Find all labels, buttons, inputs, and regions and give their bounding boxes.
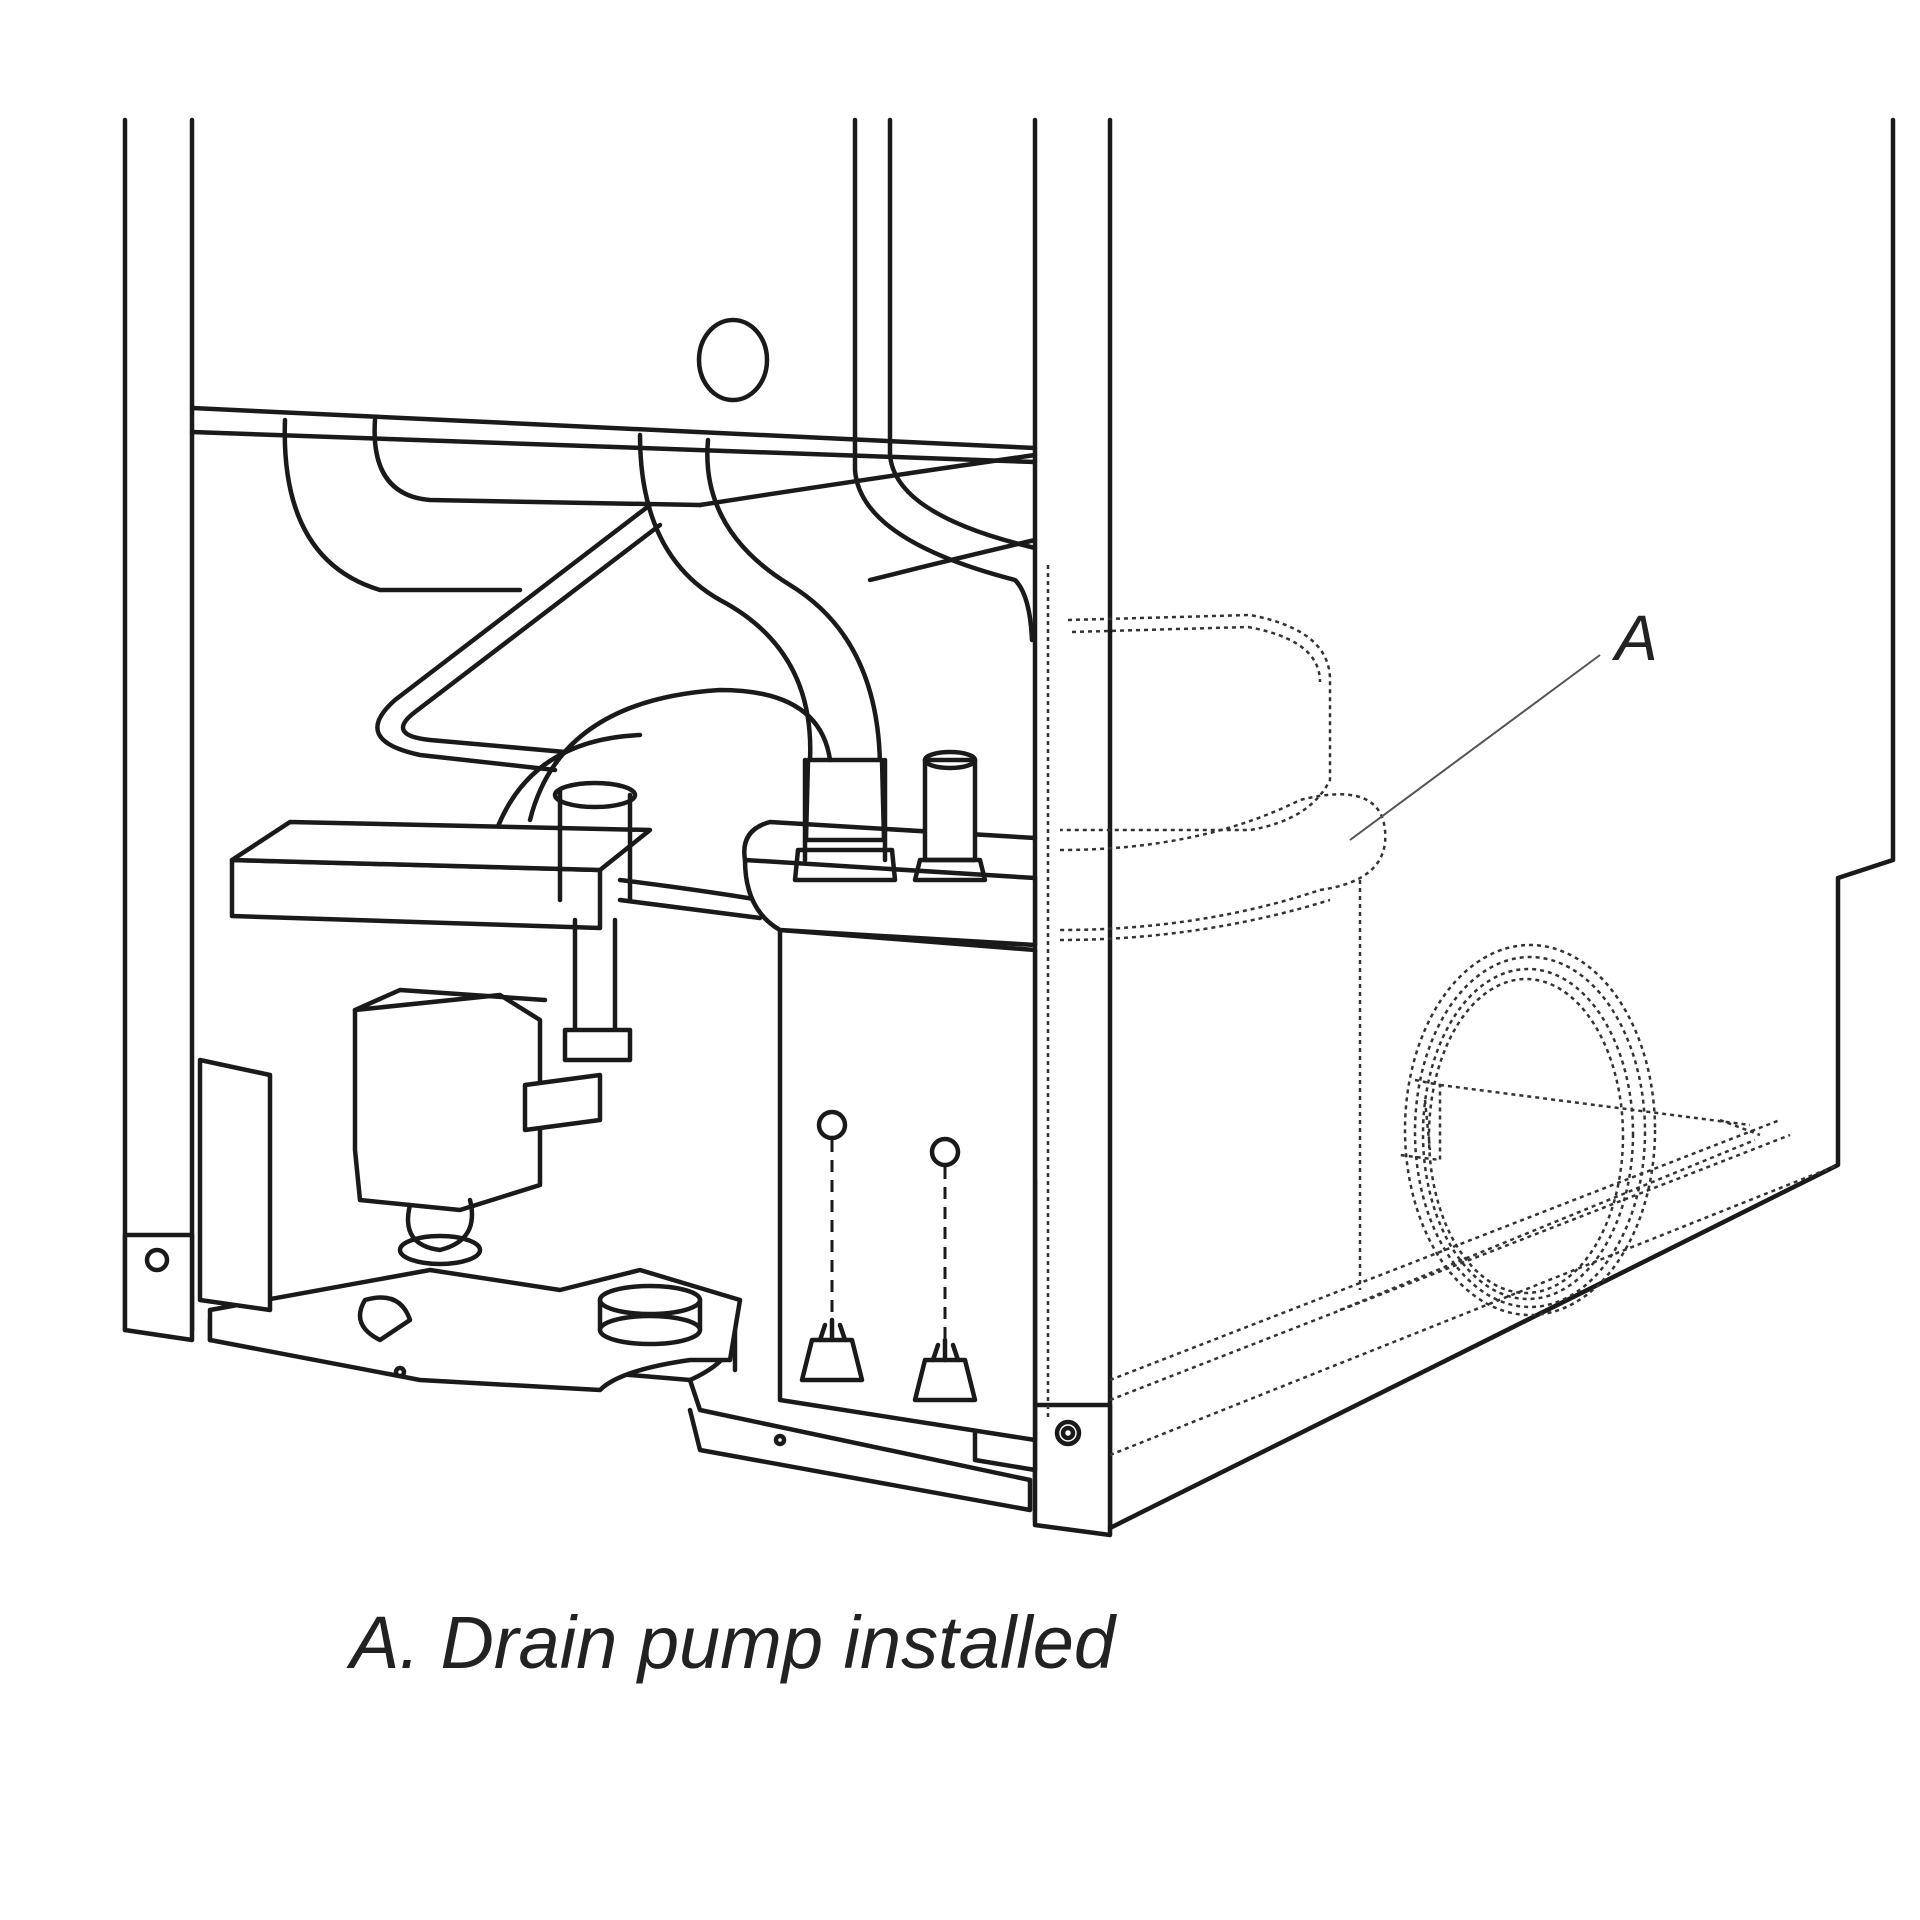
- mounting-screw-right: [912, 1136, 978, 1403]
- tub-bottom-panel: [189, 317, 1038, 593]
- drain-hose: [637, 432, 887, 843]
- drain-pump-dotted-outline: [1046, 565, 1839, 1457]
- front-right-panel: [1032, 117, 1113, 1538]
- leg-bracket-left: [197, 1057, 273, 1313]
- pump-mounting-bracket: [742, 749, 1038, 1443]
- supply-hose: [852, 117, 1038, 643]
- figure-caption: A. Drain pump installed: [350, 1601, 1116, 1684]
- left-frame-rail: [122, 117, 195, 1343]
- cabinet-side-outline: [1107, 117, 1896, 1531]
- base-plate: [207, 1267, 1033, 1513]
- fill-tube: [375, 502, 663, 773]
- pump-tray: [229, 780, 653, 1063]
- coiled-drain-hose-dotted: [1399, 943, 1657, 1317]
- callout-label-a: A: [1611, 602, 1658, 674]
- drain-pump-motor: [352, 987, 603, 1267]
- callout-leader-line: [1349, 654, 1601, 841]
- mounting-screw-left: [799, 1109, 865, 1383]
